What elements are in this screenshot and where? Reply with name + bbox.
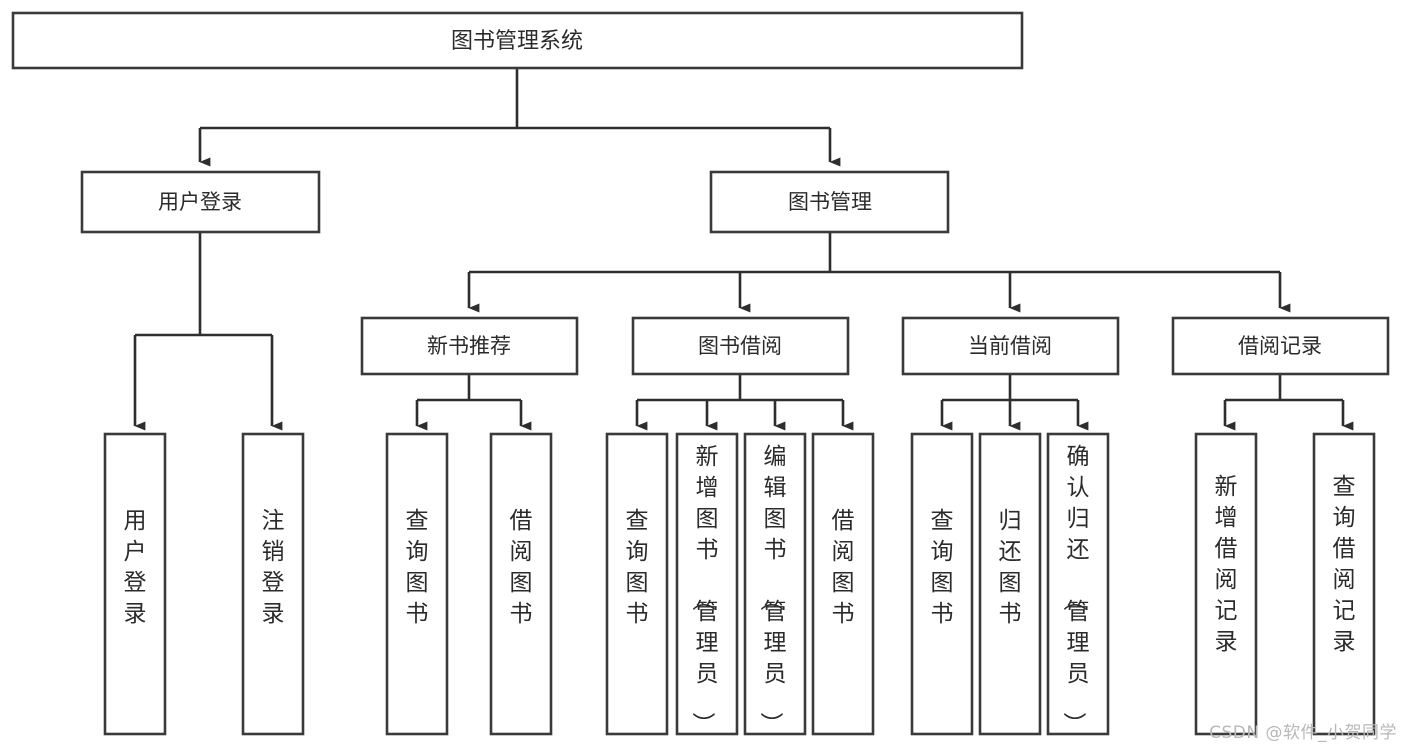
leaf-edit-book[interactable]: 编辑图书（管理员） [743,432,807,736]
leaf-query-book-2-box[interactable] [605,432,669,736]
leaf-user-login-label: 用户登录 [124,508,147,627]
connector-layer [133,68,1354,431]
leaf-query-record[interactable]: 查询借阅记录 [1312,432,1376,736]
node-book-manage-box[interactable] [709,170,950,234]
leaf-confirm-return[interactable]: 确认归还（管理员） [1046,432,1110,736]
leaf-add-book[interactable]: 新增图书（管理员） [675,432,739,736]
leaf-query-record-label: 查询借阅记录 [1333,474,1356,655]
node-book-manage-label: 图书管理 [788,190,872,214]
leaf-query-book-3-box[interactable] [910,432,974,736]
leaf-borrow-book-2[interactable]: 借阅图书 [811,432,875,736]
leaf-add-record[interactable]: 新增借阅记录 [1194,432,1258,736]
leaf-borrow-book-1[interactable]: 借阅图书 [489,432,553,736]
node-new-book-recommend-box[interactable] [360,316,579,376]
node-book-borrow-box[interactable] [631,316,850,376]
leaf-borrow-book-1-box[interactable] [489,432,553,736]
node-user-login-box[interactable] [80,170,321,234]
leaf-query-book-1-label: 查询图书 [406,508,429,627]
leaf-query-record-box[interactable] [1312,432,1376,736]
leaf-add-book-label: 新增图书（管理员） [690,444,719,735]
node-new-book-recommend-label: 新书推荐 [427,334,511,358]
leaf-confirm-return-label: 确认归还（管理员） [1061,444,1090,735]
leaf-user-logout-box[interactable] [241,432,305,736]
leaf-query-book-3[interactable]: 查询图书 [910,432,974,736]
node-borrow-record-box[interactable] [1171,316,1390,376]
leaf-edit-book-label: 编辑图书（管理员） [758,444,787,735]
node-current-borrow[interactable]: 当前借阅 [901,316,1120,376]
node-book-manage[interactable]: 图书管理 [709,170,950,234]
node-book-borrow[interactable]: 图书借阅 [631,316,850,376]
leaf-edit-book-box[interactable] [743,432,807,736]
leaf-return-book-box[interactable] [978,432,1042,736]
leaf-borrow-book-2-box[interactable] [811,432,875,736]
leaf-user-logout[interactable]: 注销登录 [241,432,305,736]
leaf-user-login[interactable]: 用户登录 [103,432,167,736]
leaf-query-book-3-label: 查询图书 [931,508,954,627]
node-root[interactable]: 图书管理系统 [11,11,1024,70]
node-root-label: 图书管理系统 [451,29,583,54]
leaf-confirm-return-box[interactable] [1046,432,1110,736]
leaf-borrow-book-1-label: 借阅图书 [510,508,533,627]
node-current-borrow-label: 当前借阅 [968,334,1052,358]
leaf-add-record-label: 新增借阅记录 [1215,474,1238,655]
leaf-user-login-box[interactable] [103,432,167,736]
leaf-query-book-1-box[interactable] [385,432,449,736]
node-current-borrow-box[interactable] [901,316,1120,376]
leaf-borrow-book-2-label: 借阅图书 [832,508,855,627]
node-new-book-recommend[interactable]: 新书推荐 [360,316,579,376]
node-root-box[interactable] [11,11,1024,70]
leaf-add-book-box[interactable] [675,432,739,736]
leaf-query-book-2-label: 查询图书 [626,508,649,627]
leaf-query-book-1[interactable]: 查询图书 [385,432,449,736]
csdn-watermark: CSDN @软件_小贺同学 [1209,723,1397,743]
node-borrow-record[interactable]: 借阅记录 [1171,316,1390,376]
node-borrow-record-label: 借阅记录 [1238,334,1322,358]
node-user-login[interactable]: 用户登录 [80,170,321,234]
leaf-add-record-box[interactable] [1194,432,1258,736]
leaf-return-book[interactable]: 归还图书 [978,432,1042,736]
leaf-return-book-label: 归还图书 [999,508,1022,627]
leaf-user-logout-label: 注销登录 [262,508,285,627]
node-book-borrow-label: 图书借阅 [698,334,782,358]
node-user-login-label: 用户登录 [158,190,242,214]
leaf-query-book-2[interactable]: 查询图书 [605,432,669,736]
